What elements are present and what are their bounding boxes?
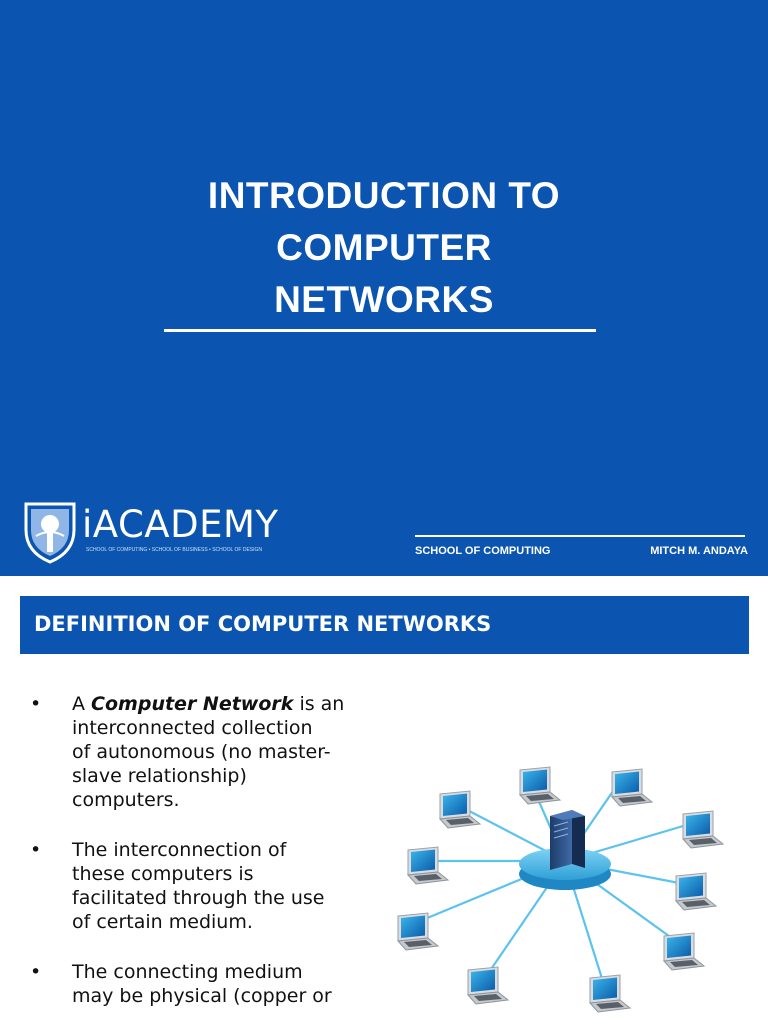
laptop-icon [397,912,439,951]
title-line-1: INTRODUCTION TO [207,175,561,216]
laptop-icon [675,872,717,911]
slide-heading: DEFINITION OF COMPUTER NETWORKS [34,612,492,636]
laptop-icon [439,790,481,829]
bullet-line: A Computer Network is an [72,692,360,716]
shield-logo-icon [24,502,76,564]
bullet-dot: • [30,693,42,715]
laptop-icon [407,846,449,885]
bullet-text: A [72,693,92,715]
network-illustration [397,766,724,1013]
title-slide: INTRODUCTION TO COMPUTER NETWORKS iACADE… [0,0,768,576]
header-bar: DEFINITION OF COMPUTER NETWORKS [20,596,749,654]
footer-divider [415,535,745,537]
bullet-line: facilitated through the use [72,887,325,909]
bullet-text: is an [293,693,345,715]
bullet-item: • A Computer Network is an interconnecte… [30,692,360,812]
iacademy-logo: iACADEMY SCHOOL OF COMPUTING • SCHOOL OF… [22,500,322,564]
author-label: MITCH M. ANDAYA [650,545,748,557]
laptop-icon [682,810,724,849]
laptop-icon [467,966,509,1005]
laptop-icon [589,974,631,1013]
title-line-2: COMPUTER [276,227,492,268]
bullet-item: • The connecting medium may be physical … [30,960,360,1008]
bullet-list: • A Computer Network is an interconnecte… [30,692,360,1024]
laptop-icon [611,768,653,807]
bullet-line: of autonomous (no master- [72,741,331,763]
bullet-dot: • [30,961,42,983]
logo-wordmark: iACADEMY [82,503,279,546]
bullet-line: of certain medium. [72,911,253,933]
school-label: SCHOOL OF COMPUTING [415,545,551,557]
slide-title: INTRODUCTION TO COMPUTER NETWORKS [0,170,768,326]
logo-tagline: SCHOOL OF COMPUTING • SCHOOL OF BUSINESS… [86,547,263,553]
laptop-icon [663,932,705,971]
bullet-line: interconnected collection [72,717,313,739]
emphasis-term: Computer Network [91,693,294,715]
title-underline [164,329,596,332]
bullet-line: The interconnection of [72,839,287,861]
bullet-dot: • [30,839,42,861]
bullet-item: • The interconnection of these computers… [30,838,360,934]
bullet-line: slave relationship) [72,765,247,787]
title-line-3: NETWORKS [274,279,494,320]
bullet-line: computers. [72,789,180,811]
laptop-icon [519,766,561,805]
definition-slide: DEFINITION OF COMPUTER NETWORKS • A Comp… [0,576,768,1024]
bullet-line: The connecting medium [72,961,303,983]
bullet-line: may be physical (copper or [72,985,332,1007]
server-icon [550,810,585,870]
bullet-line: these computers is [72,863,254,885]
